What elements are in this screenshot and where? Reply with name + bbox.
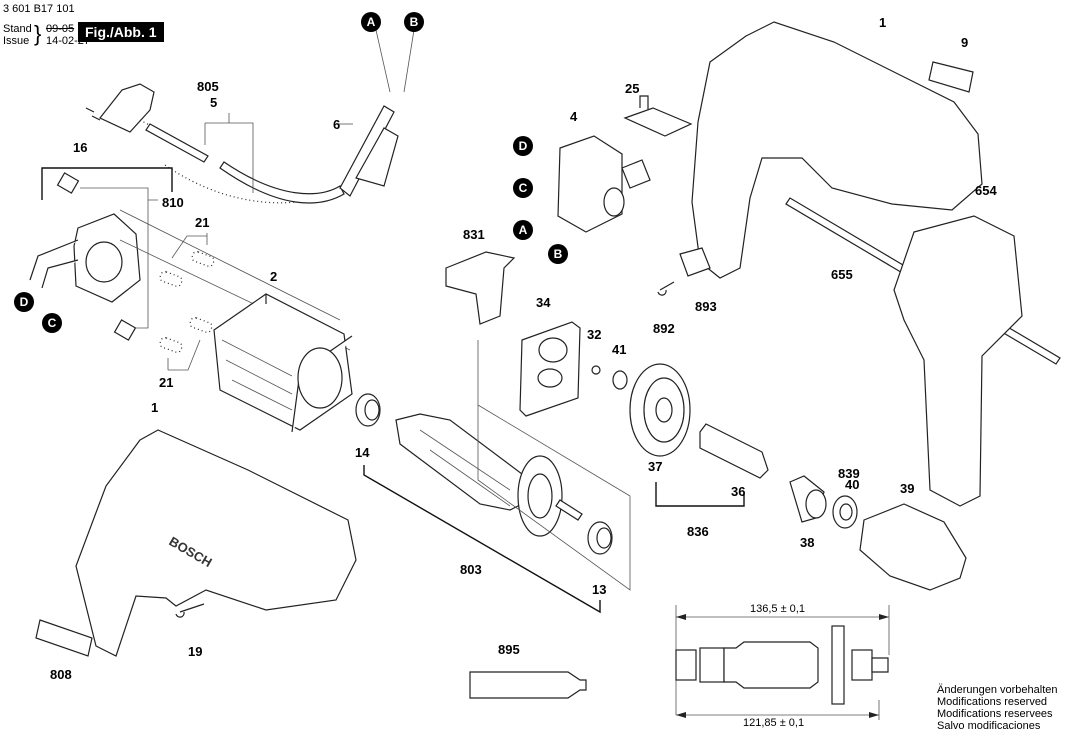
part-label-14: 14 [355, 445, 370, 460]
chuck-part [859, 503, 967, 591]
note-es: Salvo modificaciones [937, 720, 1041, 732]
part-label-1-housing: 1 [879, 15, 887, 30]
switch-connector-c-marker: C [513, 178, 533, 198]
clip-893-part [679, 247, 711, 277]
screw-892-part [657, 281, 675, 296]
bracket-836 [655, 482, 745, 507]
figure-label: Fig./Abb. 1 [78, 22, 164, 42]
bracket-803 [363, 465, 601, 614]
part-label-40: 40 [845, 477, 860, 492]
part-label-38: 38 [800, 535, 815, 550]
part-label-831: 831 [463, 227, 485, 242]
field-stator-part [213, 293, 353, 433]
housing-half-right-part [691, 21, 983, 279]
part-label-808: 808 [50, 667, 72, 682]
part-label-803: 803 [460, 562, 482, 577]
part-label-34: 34 [536, 295, 551, 310]
part-label-21-bottom: 21 [159, 375, 174, 390]
spring-41-part [612, 370, 628, 390]
connector-c-marker: C [42, 313, 62, 333]
part-label-655: 655 [831, 267, 853, 282]
part-label-893: 893 [695, 299, 717, 314]
brush-pins-part [159, 251, 215, 353]
note-de: Änderungen vorbehalten [937, 684, 1058, 696]
part-label-895: 895 [498, 642, 520, 657]
issue-label: Issue [3, 35, 30, 47]
bearing-13-part [587, 521, 613, 555]
housing-half-left-part [75, 429, 357, 657]
part-label-892: 892 [653, 321, 675, 336]
gear-housing-outline [477, 340, 631, 591]
dimension-overall-length: 136,5 ± 0,1 [750, 603, 805, 615]
armature-dimension-drawing [675, 605, 890, 720]
auxiliary-handle-part [893, 215, 1023, 507]
grease-tube-part [469, 671, 587, 699]
part-label-836: 836 [687, 524, 709, 539]
power-cord-part [85, 29, 415, 204]
bracket-21-bottom [167, 339, 201, 371]
gear-37-part [629, 363, 691, 457]
part-label-13: 13 [592, 582, 607, 597]
switch-lever-part [623, 95, 693, 137]
cover-plate-part [445, 251, 516, 325]
part-label-4: 4 [570, 109, 578, 124]
bracket-805-5 [204, 113, 254, 193]
bearing-14-part [355, 393, 381, 427]
ratchet-38-part [789, 475, 827, 523]
part-label-6: 6 [333, 117, 341, 132]
document-number: 3 601 B17 101 [3, 3, 75, 15]
stand-label: Stand [3, 23, 32, 35]
part-label-1-housing-half: 1 [151, 400, 159, 415]
bracket-21-top [171, 233, 208, 259]
brace: } [34, 21, 42, 46]
armature-part [395, 413, 583, 537]
switch-part [557, 135, 651, 233]
washer-40-part [832, 495, 858, 529]
part-label-19: 19 [188, 644, 203, 659]
part-label-9: 9 [961, 35, 969, 50]
switch-connector-d-marker: D [513, 136, 533, 156]
screw-19-part [175, 603, 205, 618]
stand-date: 09-05 [46, 23, 75, 35]
part-label-32: 32 [587, 327, 602, 342]
note-en: Modifications reserved [937, 696, 1048, 708]
switch-connector-b-marker: B [548, 244, 568, 264]
connector-b-marker: B [404, 12, 424, 32]
part-label-810: 810 [162, 195, 184, 210]
part-label-654: 654 [975, 183, 997, 198]
brush-holder-part [29, 172, 141, 341]
bracket-16 [41, 167, 173, 200]
part-label-25: 25 [625, 81, 640, 96]
part-label-41: 41 [612, 342, 627, 357]
connector-a-marker: A [361, 12, 381, 32]
part-label-36: 36 [731, 484, 746, 499]
switch-connector-a-marker: A [513, 220, 533, 240]
part-label-39: 39 [900, 481, 915, 496]
part-label-805: 805 [197, 79, 219, 94]
note-fr: Modifications reservees [937, 708, 1053, 720]
connector-d-marker: D [14, 292, 34, 312]
label-808-part [35, 619, 93, 657]
part-label-839: 839 [838, 466, 860, 481]
part-label-2: 2 [270, 269, 278, 284]
dimension-inner-length: 121,85 ± 0,1 [743, 717, 805, 729]
part-label-16: 16 [73, 140, 88, 155]
bracket-810 [80, 187, 158, 329]
spindle-part [699, 423, 769, 479]
ball-32-part [591, 365, 601, 375]
modification-notes: Änderungen vorbehalten Modifications res… [937, 684, 1057, 732]
part-label-5: 5 [210, 95, 218, 110]
label-9-part [928, 61, 974, 93]
part-label-21-top: 21 [195, 215, 210, 230]
part-label-37: 37 [648, 459, 663, 474]
bearing-flange-part [519, 321, 581, 417]
